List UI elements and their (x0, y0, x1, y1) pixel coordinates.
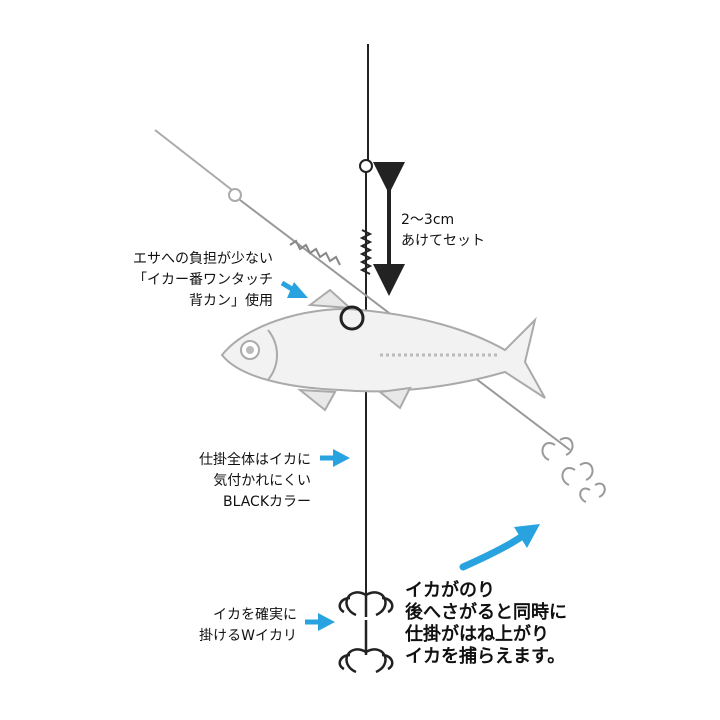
whook-label: イカを確実に 掛けるWイカリ (199, 607, 297, 644)
spring-twist (289, 239, 341, 266)
blue-arrow-black (320, 449, 350, 467)
rear-treble-hooks (541, 437, 606, 503)
diagonal-leader (154, 129, 233, 191)
blue-arrow-kan (280, 280, 308, 298)
blue-arrow-whook (305, 613, 335, 631)
kan-label: エサへの負担が少ない 「イカー番ワンタッチ 背カン」使用 (133, 251, 273, 309)
horse-mackerel-fish (220, 288, 546, 412)
back-clip (339, 305, 365, 331)
main-spring (359, 229, 373, 275)
blue-curved-arrow (459, 524, 540, 571)
swivel-ring-top (359, 159, 373, 173)
w-treble-hooks (338, 591, 394, 674)
gap-label: 2～3cm あけてセット (401, 212, 485, 249)
action-label: イカがのり 後へさがると同時に 仕掛がはね上がり イカを捕らえます。 (405, 580, 567, 667)
leader-ring (228, 188, 242, 202)
black-label: 仕掛全体はイカに 気付かれにくい BLACKカラー (199, 452, 311, 510)
